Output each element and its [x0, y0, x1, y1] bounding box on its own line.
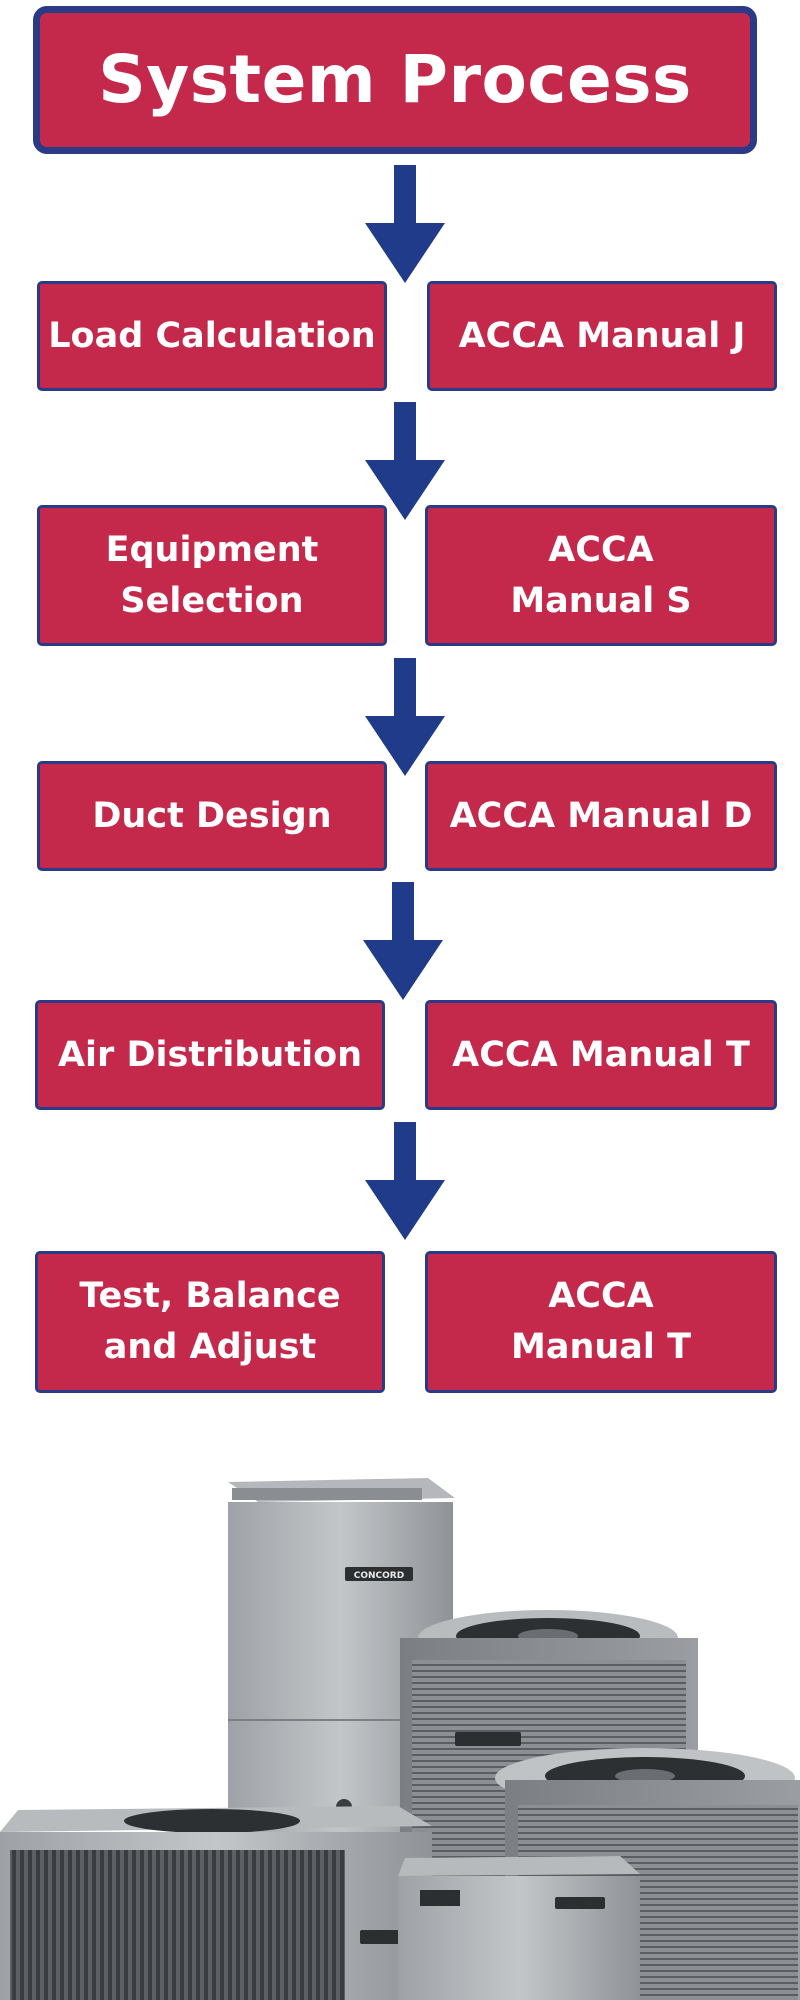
step-task-label: Equipment Selection	[105, 529, 319, 621]
step-task-label: Test, Balance and Adjust	[79, 1276, 341, 1367]
step-task-equipment-selection: Equipment Selection	[37, 505, 387, 646]
step-standard-label: ACCA Manual D	[449, 795, 753, 836]
step-standard-label: ACCA Manual J	[458, 315, 746, 356]
page-title: System Process	[98, 41, 692, 119]
step-task-duct-design: Duct Design	[37, 761, 387, 871]
arrow-down-icon	[365, 658, 445, 776]
step-task-label: Air Distribution	[57, 1034, 363, 1075]
step-task-test-balance-adjust: Test, Balance and Adjust	[35, 1251, 385, 1393]
arrow-down-icon	[365, 1122, 445, 1240]
step-standard-manual-t-2: ACCA Manual T	[425, 1251, 777, 1393]
step-task-label: Load Calculation	[48, 315, 376, 356]
arrow-down-icon	[365, 402, 445, 520]
step-standard-label: ACCA Manual T	[452, 1034, 750, 1075]
furnace-unit	[398, 1856, 640, 2000]
step-standard-manual-s: ACCA Manual S	[425, 505, 777, 646]
step-standard-label: ACCA Manual S	[510, 529, 692, 621]
step-standard-label: ACCA Manual T	[511, 1276, 691, 1367]
hvac-units-image: CONCORD	[0, 1478, 800, 2000]
step-task-load-calculation: Load Calculation	[37, 281, 387, 391]
step-standard-manual-j: ACCA Manual J	[427, 281, 777, 391]
brand-label: CONCORD	[354, 1571, 404, 1581]
arrow-down-icon	[365, 165, 445, 283]
title-box: System Process	[33, 6, 757, 154]
step-task-label: Duct Design	[92, 795, 332, 836]
arrow-down-icon	[363, 882, 443, 1000]
packaged-unit-left	[0, 1806, 432, 2000]
step-standard-manual-d: ACCA Manual D	[425, 761, 777, 871]
step-standard-manual-t: ACCA Manual T	[425, 1000, 777, 1110]
step-task-air-distribution: Air Distribution	[35, 1000, 385, 1110]
